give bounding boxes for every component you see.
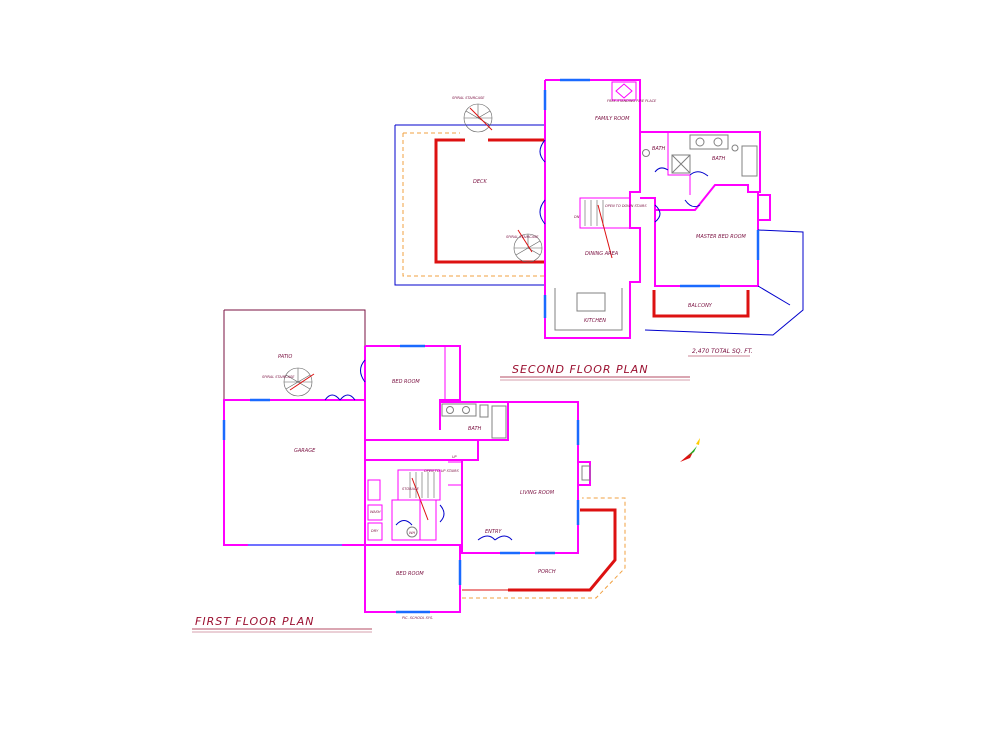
living-label: LIVING ROOM [520,490,555,496]
sink [446,406,454,414]
garage-walls [223,399,366,546]
fireplace-label: FREE-STANDING FIRE PLACE [607,99,657,103]
stair-treads [584,200,604,226]
first-floor-plan: PATIO SPIRAL STAIRCASE BED ROOM BATH GAR… [222,309,626,620]
balcony-railing [652,290,750,318]
shower-cross [671,154,691,174]
master-label: MASTER BED ROOM [696,234,747,240]
second-floor-plan: FAMILY ROOM FREE-STANDING FIRE PLACE BAT… [394,78,804,339]
second-floor-title: SECOND FLOOR PLAN [512,363,649,376]
closet-door-swings [395,504,445,526]
laundry-boxes [367,479,383,541]
toilet [479,404,489,418]
stair-landing [448,461,463,486]
open-stairs-label: OPEN TO DOWN STAIRS [605,204,647,208]
fireplace-symbol [611,81,637,101]
closets [391,499,437,541]
up-label: UP [452,455,458,459]
roof-outline [644,229,804,336]
deck-door-swings [539,139,546,225]
shower [671,154,691,174]
kitchen-counter [554,288,623,331]
up-stair-arrow [411,477,429,521]
bath-partition [667,132,691,195]
area-note: 2,470 TOTAL SQ. FT. [692,348,753,355]
bath-vanity [441,403,477,417]
toilet [731,144,739,152]
balcony-label: BALCONY [688,303,713,309]
deck-dashed-edge [402,132,545,277]
porch-label: PORCH [538,569,556,575]
patio-label: PATIO [278,354,292,360]
wash-label: WASH [370,510,381,514]
spiral-stair-deck [513,229,543,263]
porch-dashed-edge [462,497,626,599]
deck-outline [394,124,545,286]
core-walls [364,440,462,545]
kitchen-island [576,292,606,312]
dn-label: DN [574,215,580,219]
bath-walls [440,401,509,441]
sink [695,137,705,147]
fireplace-hearth [615,83,633,99]
sink [462,406,470,414]
north-arrow-icon [680,438,700,462]
porch-railing [508,508,617,592]
wh-label: WH [409,531,415,535]
bedroom-upper-label: BED ROOM [392,379,420,385]
open-up-label: OPEN TO UP STAIRS [424,469,459,473]
stair-arrow [597,204,613,259]
living-room-walls [461,401,591,554]
dining-label: DINING AREA [585,251,619,257]
living-fireplace [581,465,591,481]
garage-label: GARAGE [294,448,316,454]
spiral-stair-patio [283,367,315,397]
up-stair-box [397,469,441,501]
bedroom-lower-label: BED ROOM [396,571,424,577]
deck-railing [434,138,545,264]
family-room-label: FAMILY ROOM [595,116,630,122]
stair-opening [579,197,631,229]
toilet [642,149,650,157]
bedroom-lower-walls [364,544,461,613]
bath-master-label: BATH [712,156,726,162]
kitchen-label: KITCHEN [584,318,606,324]
bedroom-upper-walls [364,345,461,441]
deck-label: DECK [473,179,488,185]
first-floor-title: FIRST FLOOR PLAN [195,615,315,628]
garage-door-swings [324,394,356,401]
picture-window-label: PIC. SCHOOL SYS. [402,616,433,620]
entry-door-swings [477,535,513,541]
bath-small-label: BATH [652,146,666,152]
sink [713,137,723,147]
tub [741,145,758,177]
spiral-deck-label: SPIRAL STAIRCASE [506,235,539,239]
double-vanity [689,134,729,150]
spiral-stair-top [463,103,493,133]
tub [491,405,507,439]
master-door-swings [654,199,701,223]
spiral-patio-label: SPIRAL STAIRCASE [262,375,295,379]
bath-label: BATH [468,426,482,432]
entry-label: ENTRY [485,529,502,535]
spiral-top-label: SPIRAL STAIRCASE [452,96,485,100]
water-heater [406,526,418,538]
storage-label: STORAGE [402,487,420,491]
bath-door-swings [654,167,709,177]
up-stair-treads [409,472,435,498]
bedroom-door-swing [360,359,366,383]
dry-label: DRY [371,529,379,533]
